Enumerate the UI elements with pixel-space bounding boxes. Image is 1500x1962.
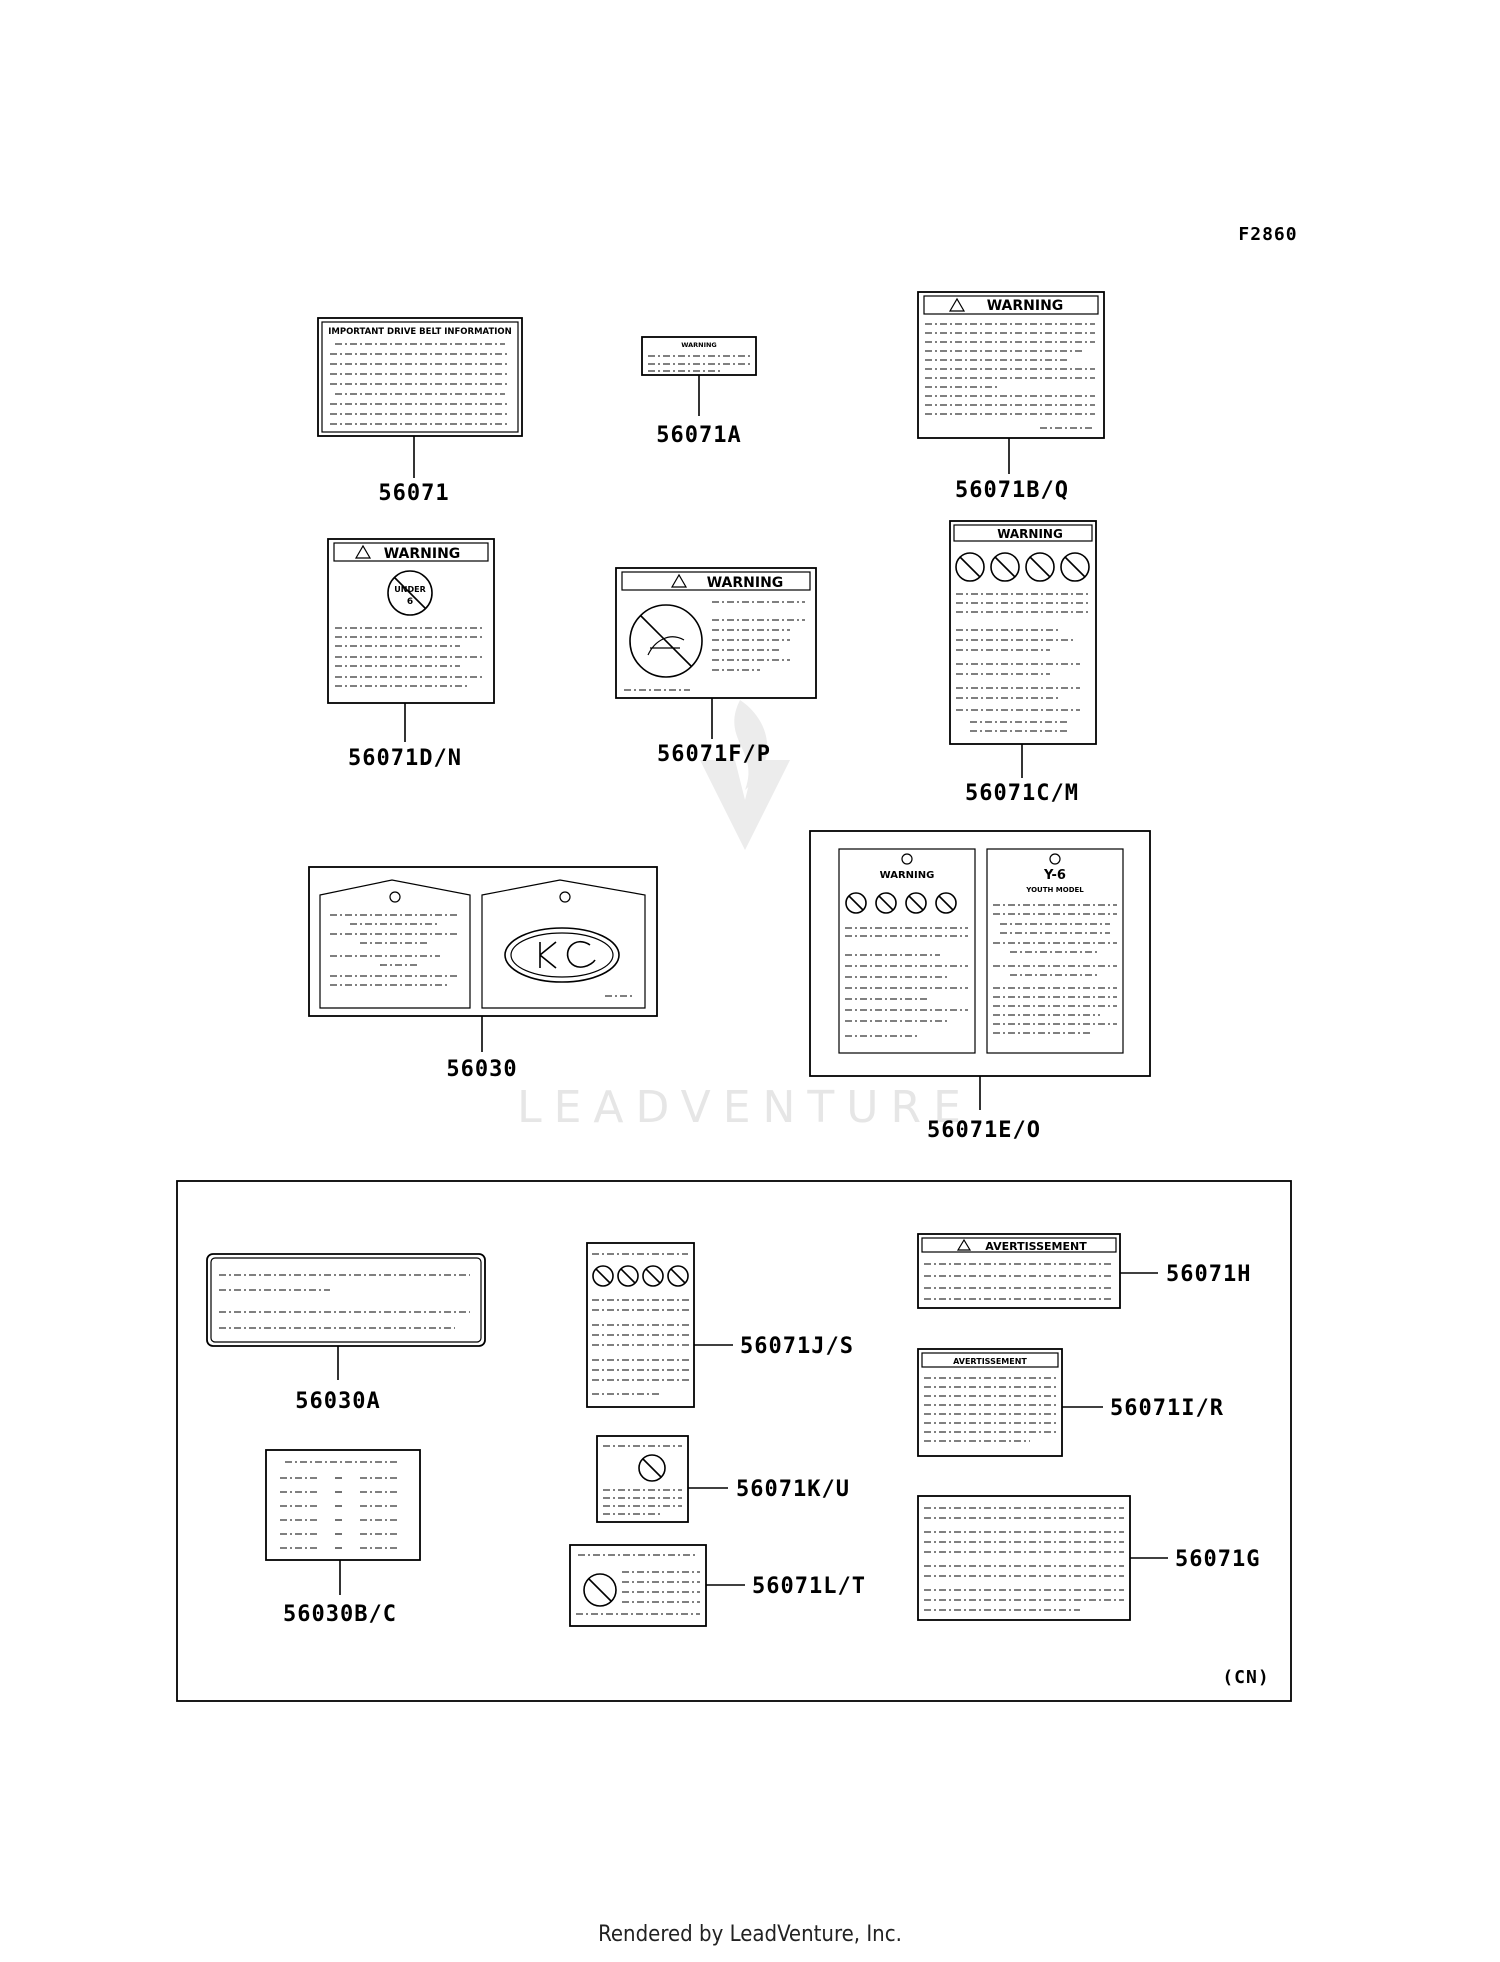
avertissement-header-56071H: AVERTISSEMENT <box>985 1240 1087 1253</box>
label-56071EO: 56071E/O <box>927 1118 1041 1143</box>
label-56071JS: 56071J/S <box>740 1334 854 1359</box>
part-56071EO[interactable]: WARNING Y-6 YOUTH MODEL 56071E/O <box>809 830 1151 1143</box>
avertissement-header-56071IR: AVERTISSEMENT <box>953 1357 1027 1366</box>
warning-header-56071A: WARNING <box>681 341 717 349</box>
warning-header-56071FP: WARNING <box>707 575 784 591</box>
watermark: LEADVENTURE <box>517 700 973 1133</box>
youth-subtitle: YOUTH MODEL <box>1025 886 1084 894</box>
label-56071FP: 56071F/P <box>657 742 771 767</box>
footer-credit: Rendered by LeadVenture, Inc. <box>598 1922 902 1947</box>
part-56030[interactable]: 56030 <box>308 866 658 1082</box>
under-age: 6 <box>407 597 413 607</box>
label-56071IR: 56071I/R <box>1110 1396 1224 1421</box>
label-56071CM: 56071C/M <box>965 781 1079 806</box>
warning-header-56071BQ: WARNING <box>987 298 1064 314</box>
label-56071KU: 56071K/U <box>736 1477 850 1502</box>
figure-code: F2860 <box>1238 224 1297 245</box>
part-56071CM[interactable]: WARNING 56071C/M <box>949 520 1097 806</box>
part-56071KU[interactable]: 56071K/U <box>596 1435 850 1523</box>
region-code: (CN) <box>1222 1667 1269 1688</box>
label-56071: 56071 <box>378 481 449 506</box>
label-56030BC: 56030B/C <box>283 1602 397 1627</box>
label-56071H: 56071H <box>1166 1262 1251 1287</box>
part-56030BC[interactable]: 56030B/C <box>265 1449 421 1627</box>
youth-title: Y-6 <box>1043 868 1066 883</box>
label-56071A: 56071A <box>656 423 741 448</box>
label-56071DN: 56071D/N <box>348 746 462 771</box>
part-56071FP[interactable]: WARNING 56071F/P <box>615 567 817 767</box>
label-56030: 56030 <box>446 1057 517 1082</box>
part-56071BQ[interactable]: WARNING 56071B/Q <box>917 291 1105 503</box>
part-56071G[interactable]: 56071G <box>917 1495 1260 1621</box>
watermark-text: LEADVENTURE <box>517 1082 973 1133</box>
label-56030A: 56030A <box>295 1389 380 1414</box>
part-56030A[interactable]: 56030A <box>206 1253 486 1414</box>
drive-belt-header: IMPORTANT DRIVE BELT INFORMATION <box>328 327 512 337</box>
warning-header-56071CM: WARNING <box>997 527 1063 541</box>
part-56071IR[interactable]: AVERTISSEMENT 56071I/R <box>917 1348 1224 1457</box>
label-56071G: 56071G <box>1175 1547 1260 1572</box>
part-56071[interactable]: IMPORTANT DRIVE BELT INFORMATION 56071 <box>317 317 523 506</box>
part-56071DN[interactable]: WARNING UNDER 6 56071D/N <box>327 538 495 771</box>
part-56071LT[interactable]: 56071L/T <box>569 1544 866 1627</box>
label-56071BQ: 56071B/Q <box>955 478 1069 503</box>
label-56071LT: 56071L/T <box>752 1574 866 1599</box>
under-text: UNDER <box>394 585 425 594</box>
warning-header-56071DN: WARNING <box>384 546 461 562</box>
part-56071H[interactable]: AVERTISSEMENT 56071H <box>917 1233 1251 1309</box>
part-56071JS[interactable]: 56071J/S <box>586 1242 854 1408</box>
warning-header-56071EO: WARNING <box>880 870 935 881</box>
part-56071A[interactable]: WARNING 56071A <box>641 336 757 448</box>
